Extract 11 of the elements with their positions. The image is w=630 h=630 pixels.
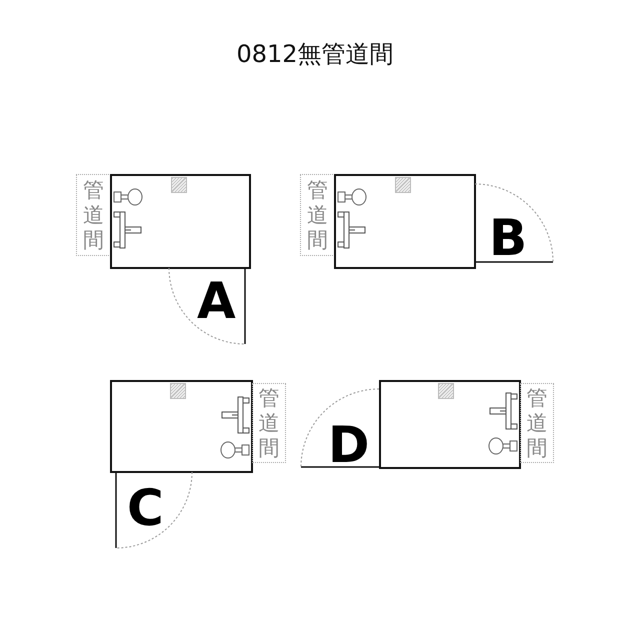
door-letter: A: [197, 276, 236, 326]
pipe-duct-box: 管道間: [520, 383, 554, 463]
door-letter: D: [328, 420, 370, 470]
door-letter: C: [127, 483, 164, 533]
room-box: [110, 174, 251, 269]
door-letter: B: [489, 213, 528, 263]
room-box: [379, 380, 521, 469]
title: 0812無管道間: [235, 39, 395, 70]
pipe-duct-box: 管道間: [252, 383, 286, 463]
room-box: [334, 174, 476, 269]
room-box: [110, 380, 253, 473]
